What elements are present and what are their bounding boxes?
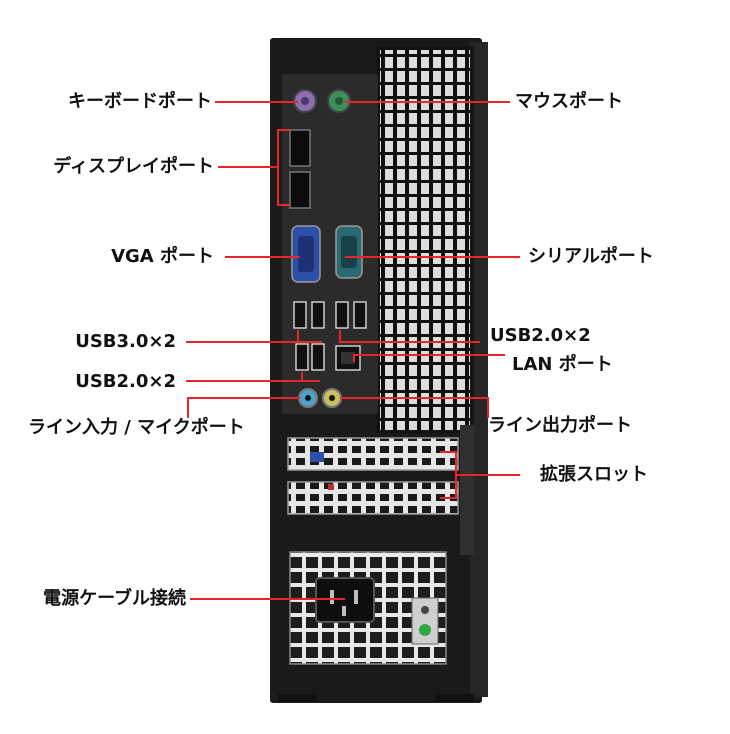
label-lan-port: LAN ポート — [512, 354, 613, 375]
label-power-cable: 電源ケーブル接続 — [43, 588, 186, 609]
leader-lines — [186, 101, 520, 600]
leader-line-out — [340, 397, 489, 418]
usb30-port-1 — [293, 301, 307, 329]
chassis-bezel — [470, 42, 488, 697]
label-mouse-port: マウスポート — [515, 91, 623, 112]
leader-displayport — [218, 129, 290, 168]
psu-test-panel — [411, 597, 439, 645]
displayport-1 — [289, 129, 311, 167]
label-usb20-left: USB2.0×2 — [75, 371, 176, 392]
label-line-out: ライン出力ポート — [488, 415, 632, 436]
leader-line-in — [187, 397, 300, 418]
label-expansion-slot: 拡張スロット — [540, 464, 648, 485]
usb20-port-r1 — [335, 301, 349, 329]
leader-lan — [353, 354, 505, 362]
usb20-port-l2 — [311, 343, 325, 371]
usb20-port-r2 — [353, 301, 367, 329]
expansion-slot-2 — [287, 481, 459, 515]
psu-led — [419, 624, 431, 636]
label-display-port: ディスプレイポート — [53, 156, 214, 177]
label-keyboard-port: キーボードポート — [68, 91, 212, 112]
label-vga-port: VGA ポート — [111, 246, 214, 267]
vent-grille — [380, 50, 470, 430]
usb30-port-2 — [311, 301, 325, 329]
displayport-2 — [289, 171, 311, 209]
label-usb30: USB3.0×2 — [75, 331, 176, 352]
label-serial-port: シリアルポート — [528, 246, 654, 267]
usb20-port-l1 — [295, 343, 309, 371]
label-line-in-mic: ライン入力 / マイクポート — [28, 417, 245, 438]
label-usb20-right: USB2.0×2 — [490, 325, 591, 346]
